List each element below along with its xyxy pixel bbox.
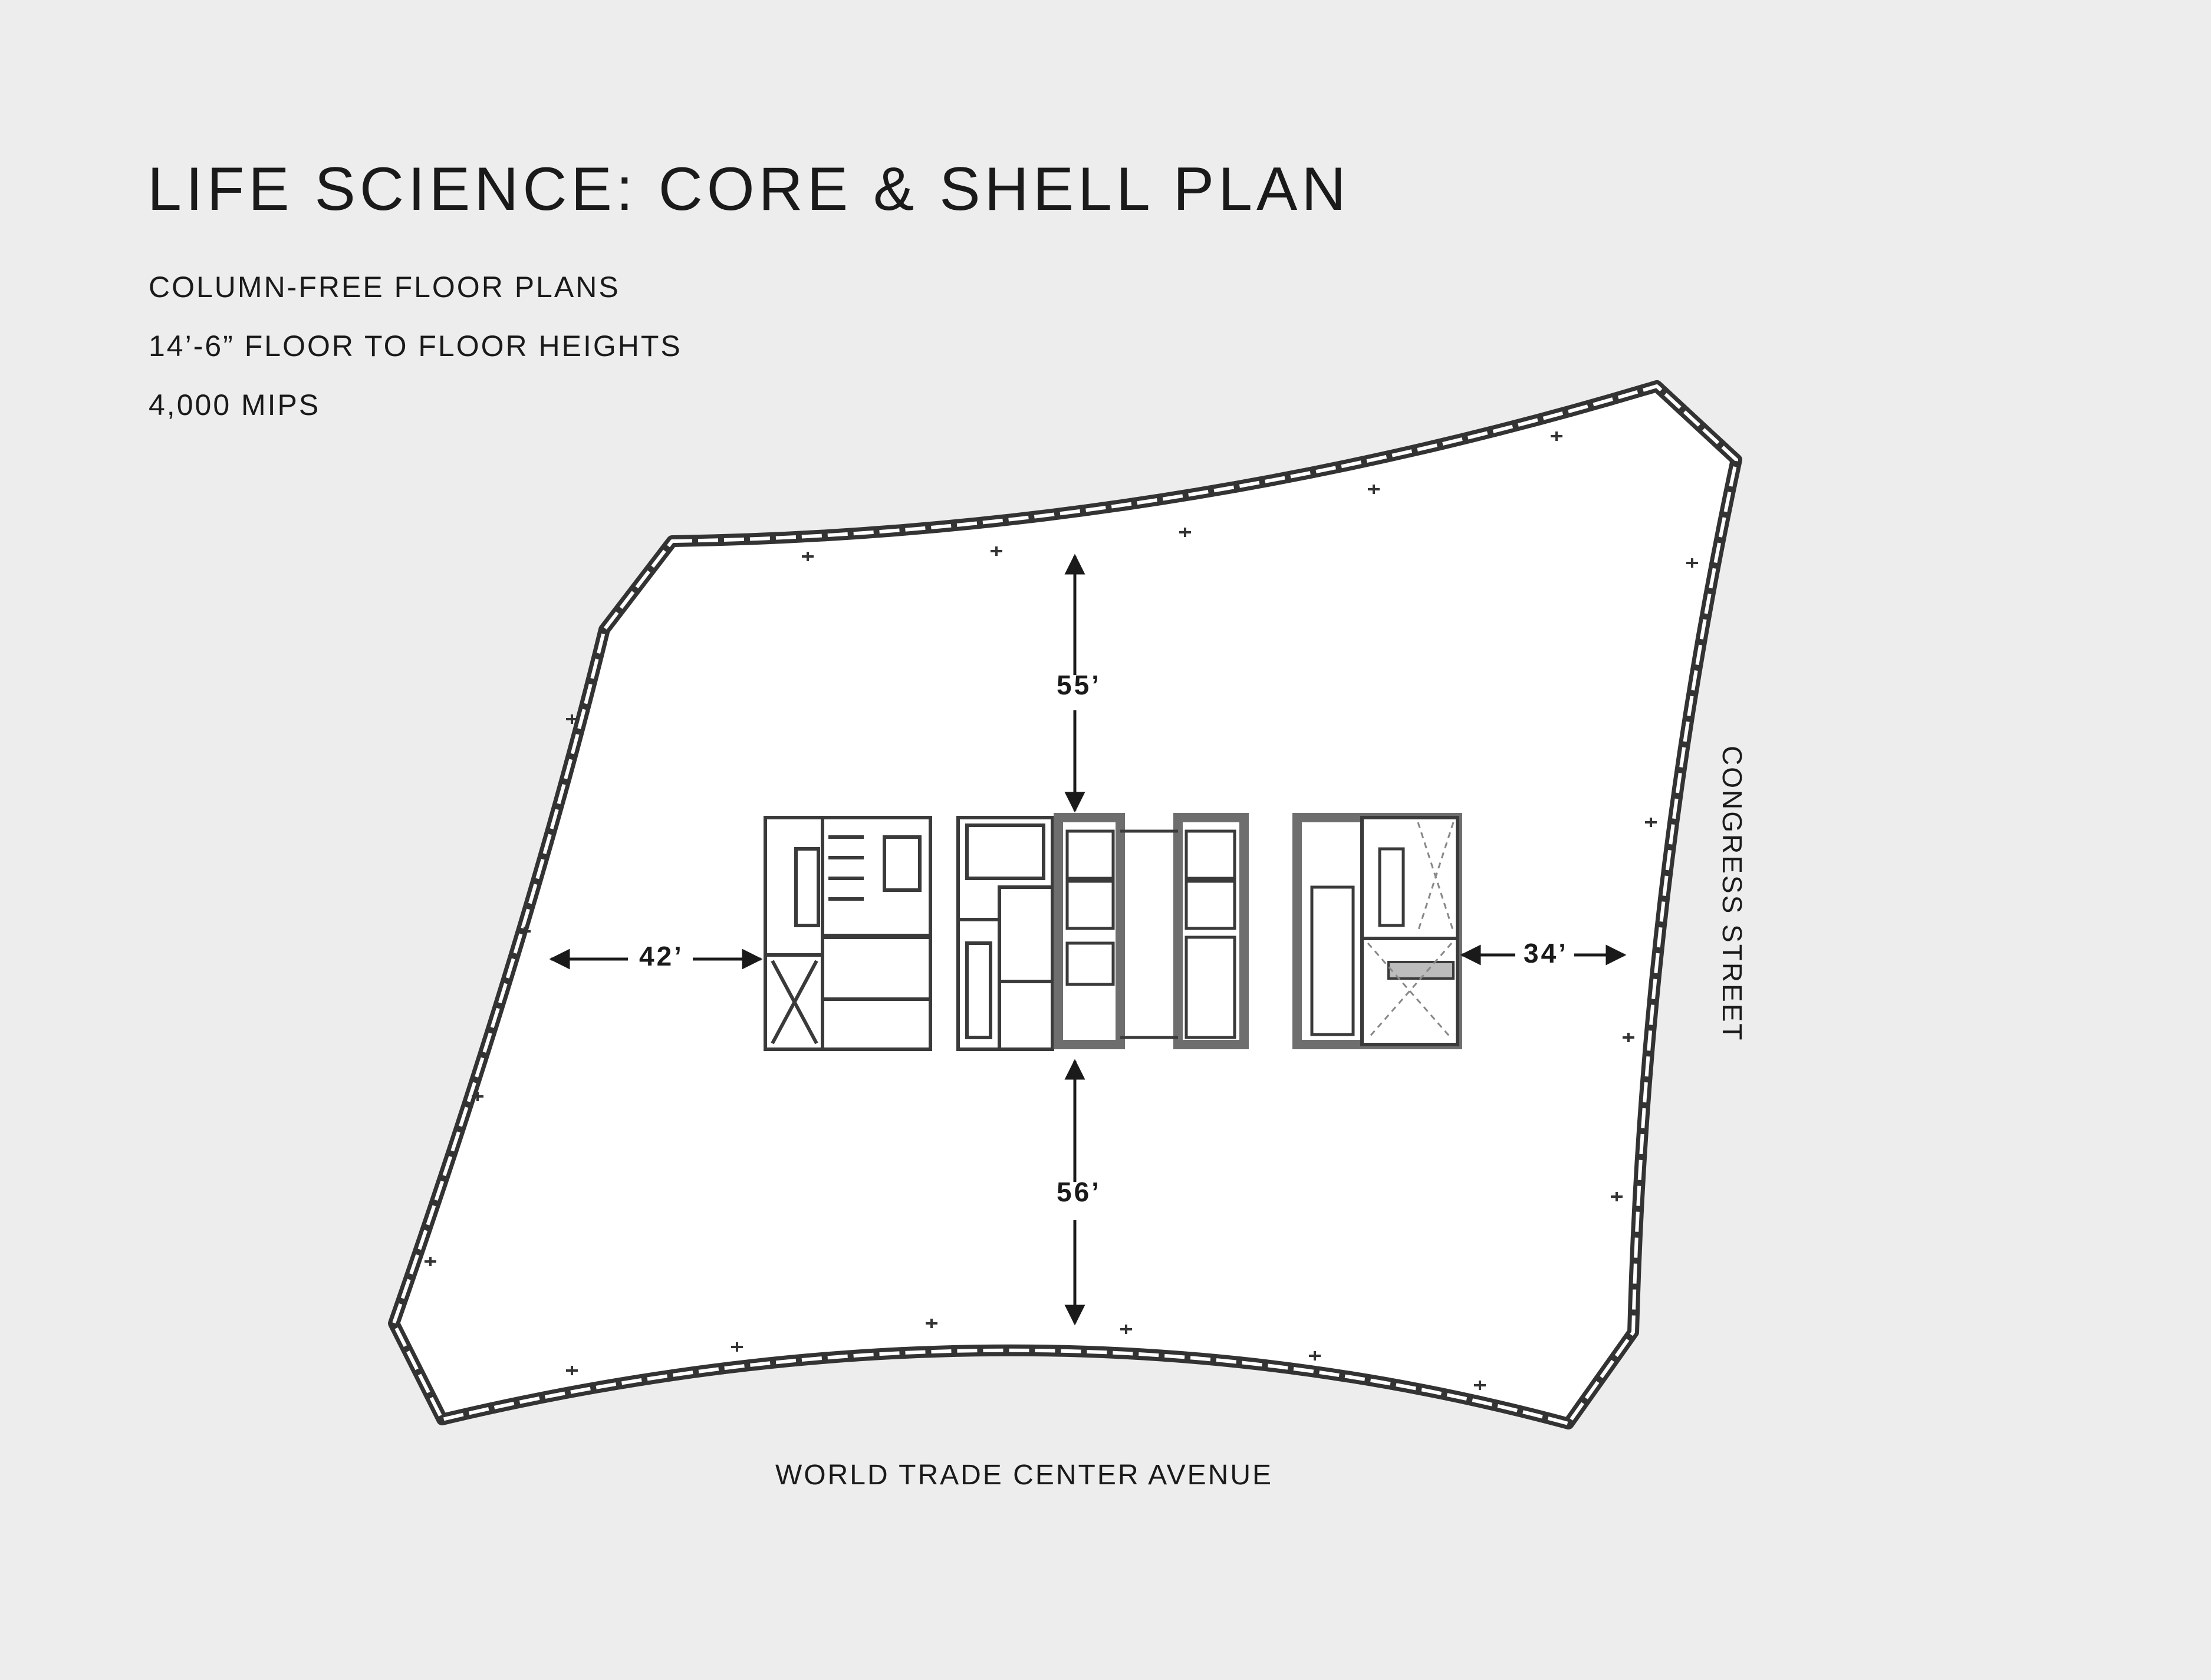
feature-mips: 4,000 MIPS	[149, 388, 321, 421]
dimension-east: 34’	[1524, 938, 1568, 969]
dimension-south: 56’	[1057, 1177, 1101, 1207]
core-west	[764, 816, 932, 1051]
core-east	[1292, 813, 1462, 1049]
page-title: LIFE SCIENCE: CORE & SHELL PLAN	[147, 155, 1350, 223]
feature-column-free: COLUMN-FREE FLOOR PLANS	[149, 271, 620, 304]
core-elevators	[1054, 813, 1249, 1049]
core-west-2	[956, 816, 1054, 1051]
street-label-bottom: WORLD TRADE CENTER AVENUE	[775, 1460, 1274, 1491]
feature-floor-heights: 14’-6” FLOOR TO FLOOR HEIGHTS	[149, 330, 682, 363]
dimension-west: 42’	[639, 941, 684, 971]
street-label-right: CONGRESS STREET	[1717, 746, 1748, 1042]
dimension-lines	[549, 554, 1627, 1326]
perimeter-column-markers	[425, 431, 1698, 1390]
dimension-north: 55’	[1057, 670, 1101, 700]
